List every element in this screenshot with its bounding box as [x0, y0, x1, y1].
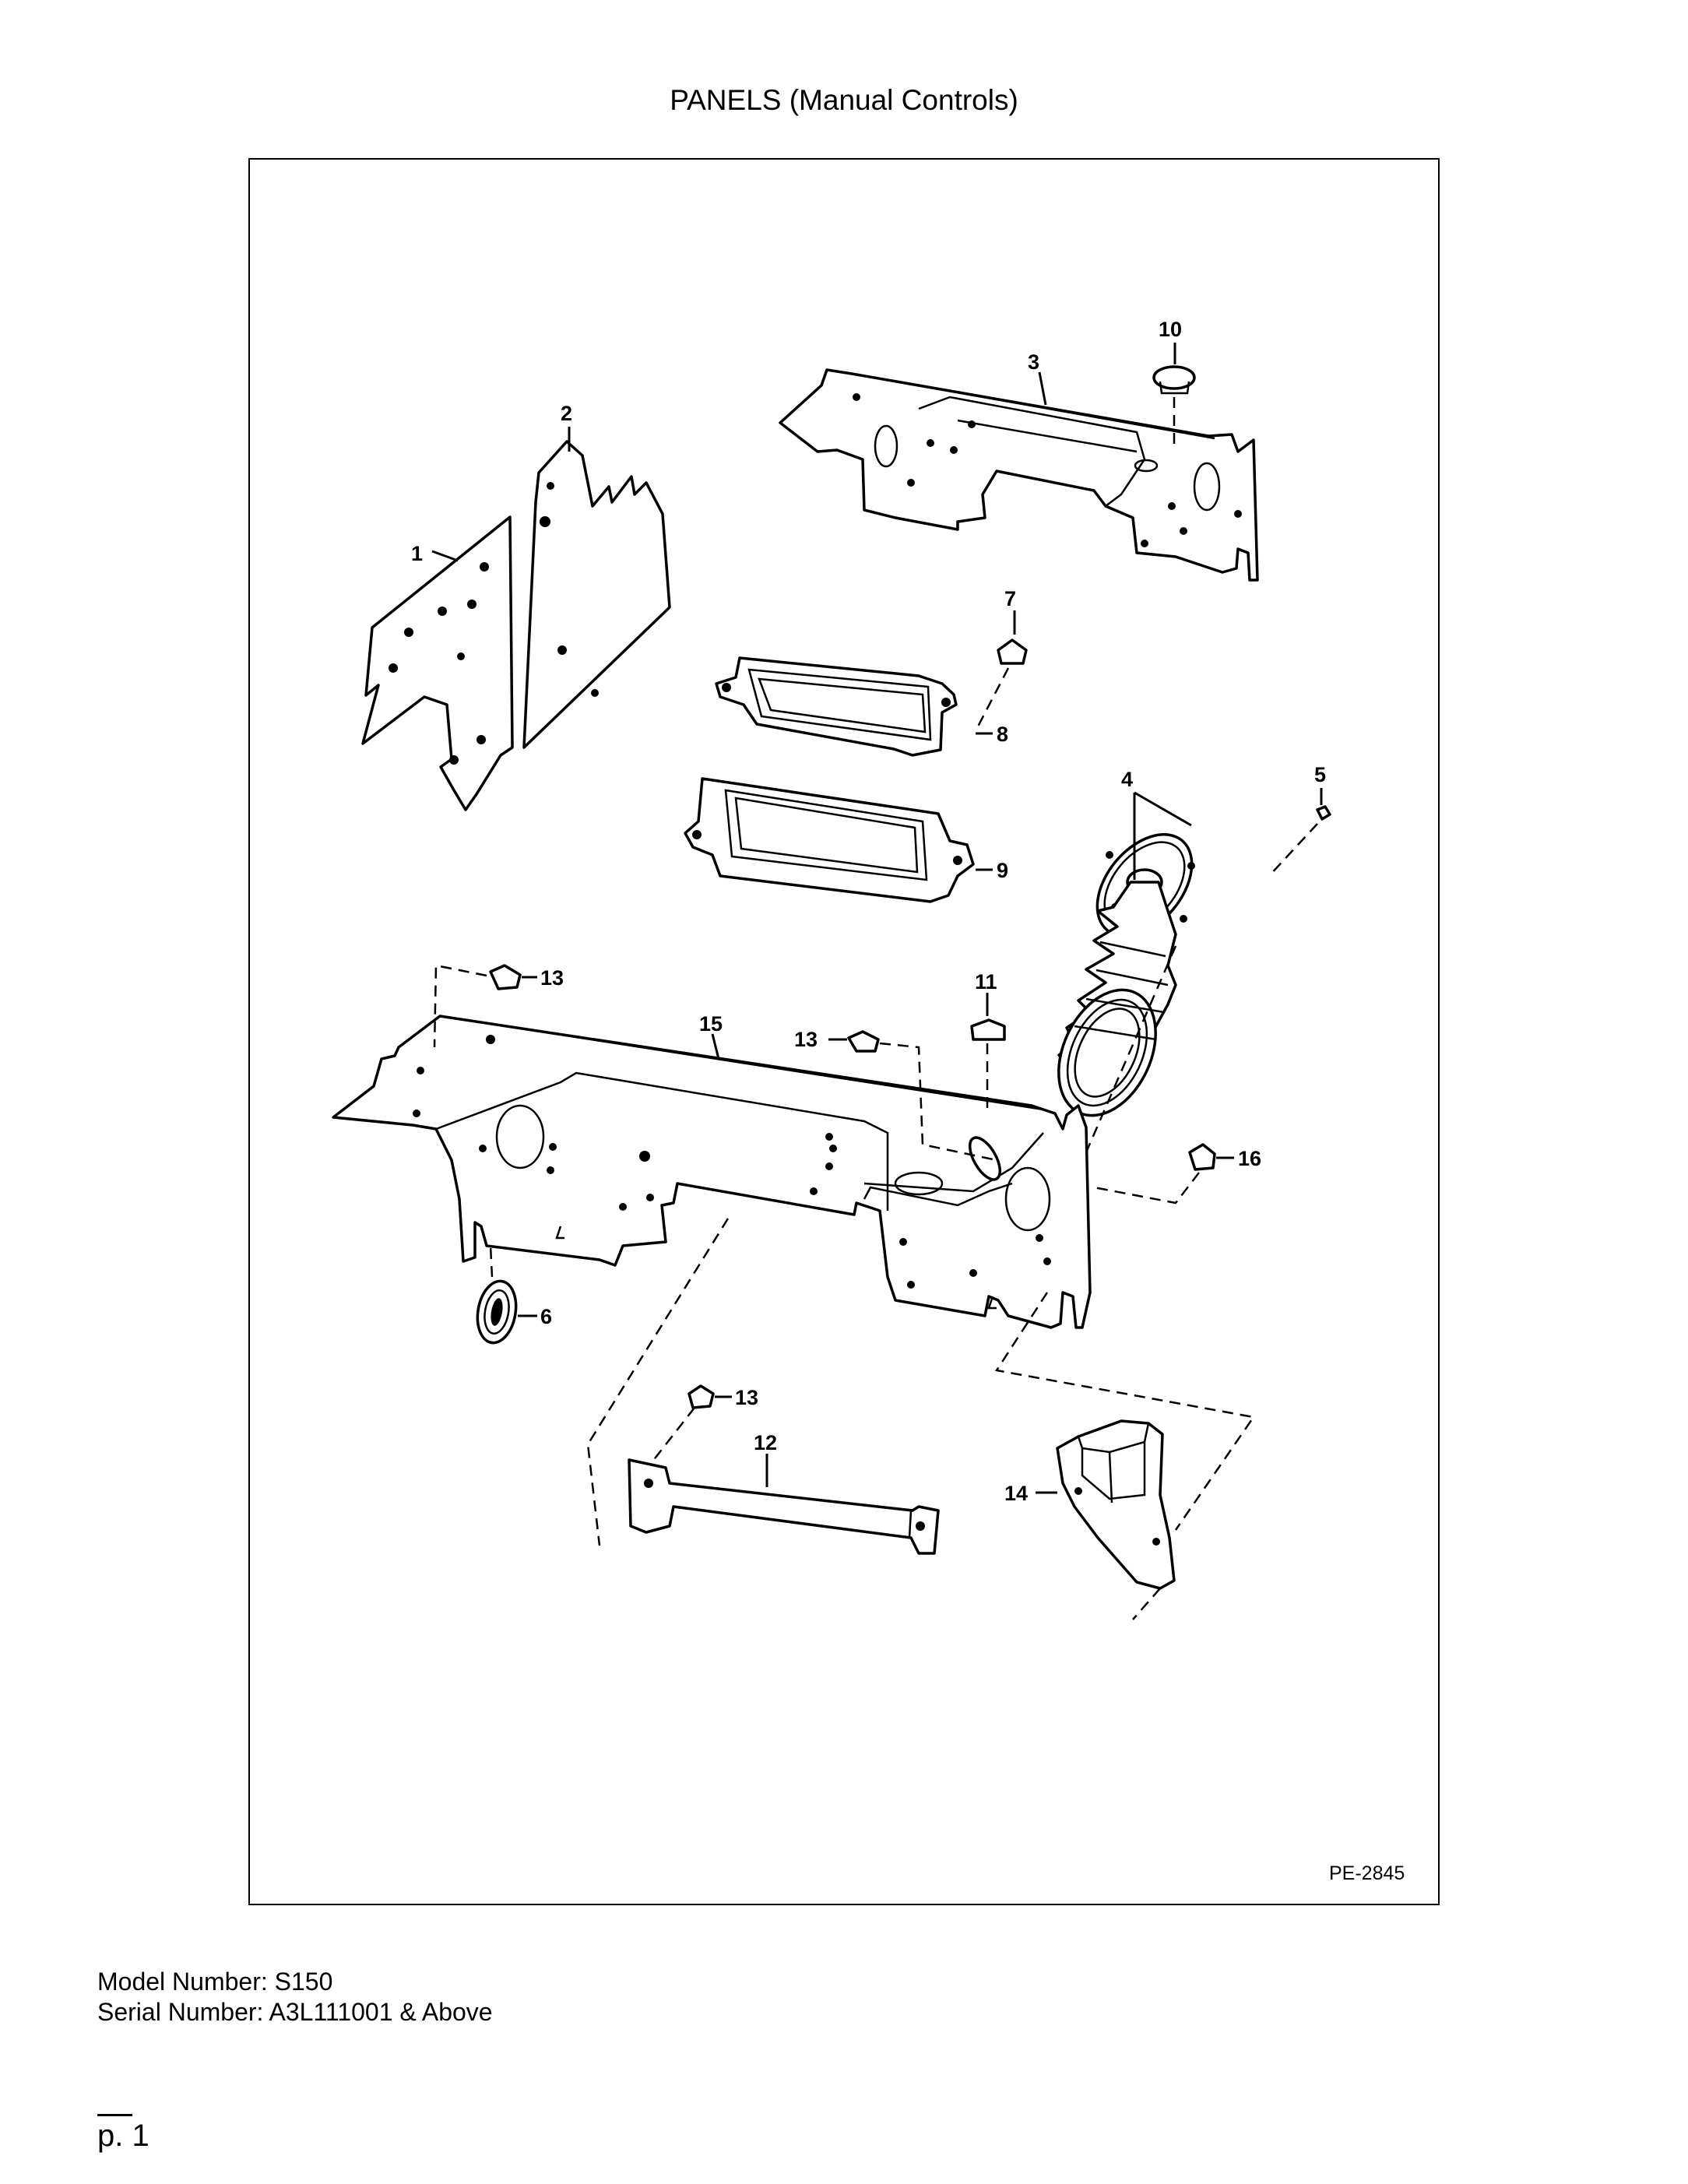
callout-5: 5: [1314, 763, 1326, 786]
part-7-bolt: [997, 638, 1028, 665]
part-13-bolt-lower: [688, 1384, 715, 1409]
part-6-grommet: [476, 1279, 518, 1345]
dash-part-7: [976, 667, 1010, 729]
callout-4: 4: [1121, 768, 1133, 791]
callout-2: 2: [561, 402, 572, 425]
callout-11: 11: [975, 970, 997, 994]
callout-12: 12: [754, 1431, 777, 1454]
callout-6: 6: [540, 1305, 552, 1328]
callout-13-upper: 13: [540, 966, 564, 990]
part-5-screw: [1316, 805, 1331, 821]
callout-3: 3: [1028, 350, 1039, 374]
page-number: p. 1: [97, 2119, 149, 2153]
part-10-plug: [1152, 365, 1196, 395]
part-16-bolt: [1188, 1143, 1216, 1171]
part-9-gasket-plate: [684, 777, 975, 903]
part-12-cross-bracket: [628, 1458, 940, 1555]
part-15-lower-control-panel: [332, 1015, 1092, 1329]
part-13-bolt-middle: [847, 1030, 880, 1053]
part-8-gasket: [715, 656, 958, 757]
diagram-frame: [248, 158, 1440, 1905]
model-number: Model Number: S150: [97, 1968, 333, 1996]
leader-part-15: [711, 1033, 720, 1060]
callout-16: 16: [1238, 1147, 1261, 1170]
part-3-upper-control-panel: [779, 368, 1259, 582]
dash-part-16: [1093, 1172, 1200, 1205]
callout-1: 1: [411, 542, 423, 565]
callout-9: 9: [997, 859, 1008, 882]
dash-part-14-lower: [1132, 1588, 1161, 1620]
callout-13-lower: 13: [735, 1386, 758, 1409]
callout-10: 10: [1159, 318, 1182, 341]
part-1-side-panel: [361, 515, 514, 811]
dash-part-5: [1268, 823, 1318, 877]
page-title: PANELS (Manual Controls): [670, 84, 1018, 116]
part-11-plug: [970, 1018, 1006, 1041]
drawing-id: PE-2845: [1329, 1862, 1405, 1884]
part-4-boot: [1057, 833, 1195, 1117]
dash-part-13b: [879, 1042, 997, 1162]
dash-part-14: [994, 1292, 1256, 1531]
callout-7: 7: [1004, 587, 1016, 610]
part-14-support-bracket: [1056, 1419, 1176, 1590]
leader-part-1: [431, 550, 459, 562]
part-2-inner-panel: [522, 440, 671, 749]
leader-part-3: [1038, 371, 1047, 406]
dash-part-6: [489, 1245, 494, 1278]
dash-part-4: [1085, 945, 1177, 1153]
callout-15: 15: [699, 1012, 723, 1036]
callout-8: 8: [997, 723, 1008, 746]
callout-13-middle: 13: [794, 1028, 818, 1051]
leader-part-4b: [1134, 791, 1192, 827]
serial-number: Serial Number: A3L111001 & Above: [97, 1998, 493, 2026]
part-13-bolt-upper: [489, 964, 522, 990]
callout-14: 14: [1004, 1482, 1028, 1505]
page-number-rule: [97, 2114, 132, 2116]
